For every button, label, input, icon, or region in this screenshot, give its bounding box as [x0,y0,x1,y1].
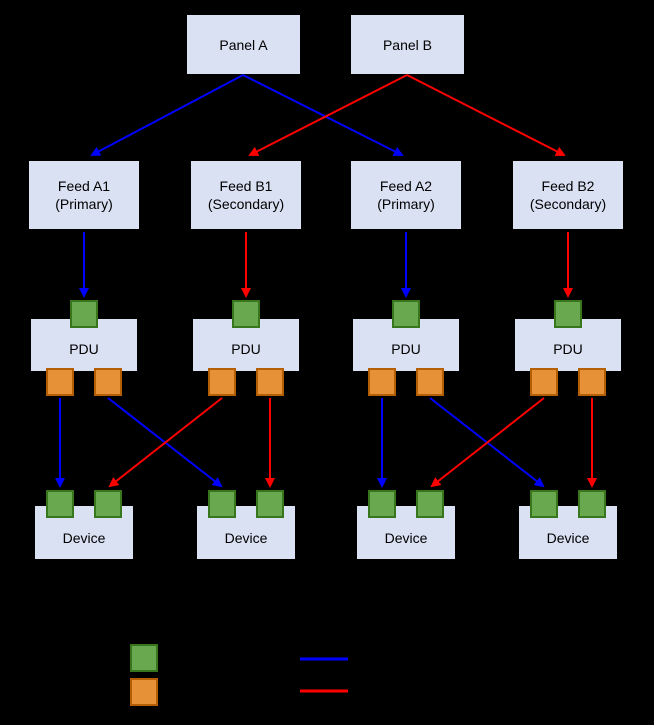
input-port [392,300,420,328]
node-panel-a: Panel A [186,14,301,75]
node-sublabel: (Secondary) [529,196,607,212]
node-label: Panel B [382,36,433,53]
node-feed-a1: Feed A1 (Primary) [28,160,140,230]
node-label: Panel A [219,36,268,53]
arrow-panel-b-to-feed-b2 [406,74,566,156]
input-port [70,300,98,328]
node-label: PDU [69,341,99,357]
node-feed-b2: Feed B2 (Secondary) [512,160,624,230]
arrow-panel-a-to-feed-a2 [242,74,404,156]
output-port [416,368,444,396]
legend-output-port-swatch [130,678,158,706]
output-port [530,368,558,396]
input-port [208,490,236,518]
node-label: Feed A1 [57,178,111,194]
node-sublabel: (Primary) [377,196,435,212]
input-port [530,490,558,518]
arrow-pdu-1-to-device-2 [107,397,223,488]
node-label: Device [62,530,106,546]
node-label: PDU [553,341,583,357]
output-port [578,368,606,396]
arrow-pdu-4-to-device-3 [430,397,545,488]
arrow-panel-a-to-feed-a1 [90,74,244,156]
node-feed-b1: Feed B1 (Secondary) [190,160,302,230]
node-label: PDU [231,341,261,357]
input-port [368,490,396,518]
output-port [46,368,74,396]
input-port [554,300,582,328]
node-pdu-4: PDU [514,318,622,372]
node-pdu-2: PDU [192,318,300,372]
node-label: Feed B1 [219,178,273,194]
node-label: Feed A2 [379,178,433,194]
legend-input-port-swatch [130,644,158,672]
node-label: Device [546,530,590,546]
input-port [578,490,606,518]
input-port [416,490,444,518]
input-port [256,490,284,518]
input-port [46,490,74,518]
node-label: Feed B2 [541,178,595,194]
output-port [208,368,236,396]
input-port [94,490,122,518]
input-port [232,300,260,328]
arrow-pdu-2-to-device-1 [108,397,223,488]
node-label: PDU [391,341,421,357]
node-label: Device [384,530,428,546]
node-label: Device [224,530,268,546]
node-feed-a2: Feed A2 (Primary) [350,160,462,230]
node-sublabel: (Secondary) [207,196,285,212]
output-port [94,368,122,396]
output-port [368,368,396,396]
arrow-panel-b-to-feed-b1 [248,74,408,156]
arrow-pdu-3-to-device-4 [429,397,545,488]
node-sublabel: (Primary) [55,196,113,212]
output-port [256,368,284,396]
node-panel-b: Panel B [350,14,465,75]
